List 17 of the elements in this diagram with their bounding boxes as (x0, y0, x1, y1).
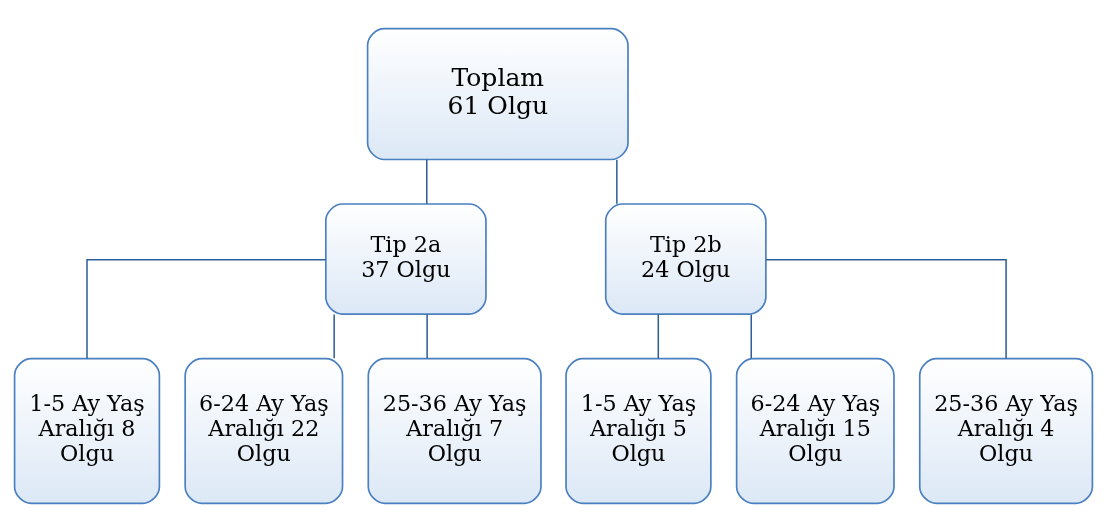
node-box: Tip 2a 37 Olgu (325, 202, 487, 315)
node-box: 6-24 Ay Yaş Aralığı 15 Olgu (735, 357, 895, 504)
node-box: 1-5 Ay Yaş Aralığı 5 Olgu (565, 357, 712, 504)
node-box: 25-36 Ay Yaş Aralığı 7 Olgu (367, 357, 542, 504)
node-box: Toplam 61 Olgu (366, 27, 629, 160)
connector (426, 313, 428, 359)
connector (657, 313, 660, 359)
connector (333, 313, 335, 359)
node-box: 1-5 Ay Yaş Aralığı 8 Olgu (13, 357, 161, 504)
node-box: 6-24 Ay Yaş Aralığı 22 Olgu (184, 357, 344, 504)
connector (616, 158, 618, 204)
connector (765, 258, 1007, 359)
node-box: 25-36 Ay Yaş Aralığı 4 Olgu (918, 357, 1094, 504)
node-box: Tip 2b 24 Olgu (604, 202, 767, 315)
connector (86, 258, 327, 359)
connector (750, 313, 752, 359)
connector (426, 158, 428, 204)
